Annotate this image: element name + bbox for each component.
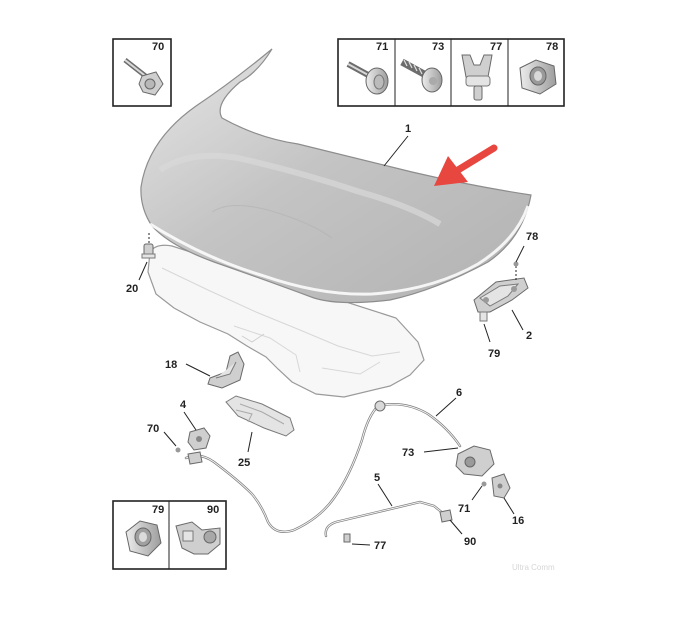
nut-78-icon [519, 59, 557, 95]
kit-box-top-left: 70 [112, 38, 172, 107]
clip-77-icon [461, 54, 493, 101]
callout-18: 18 [165, 359, 177, 371]
callout-70-kit: 70 [152, 41, 164, 53]
hood-panel [140, 48, 532, 304]
callout-79: 79 [488, 348, 500, 360]
bump-stop-20 [138, 233, 156, 281]
screw-71-icon [346, 61, 389, 95]
callout-73: 73 [402, 447, 414, 459]
hood-insulation-pad [147, 244, 425, 398]
release-handle-25 [225, 395, 295, 453]
hood-hinge-2 [473, 245, 529, 343]
callout-77: 77 [374, 540, 386, 552]
callout-78-kit: 78 [546, 41, 558, 53]
callout-90: 90 [464, 536, 476, 548]
callout-73-kit: 73 [432, 41, 444, 53]
callout-71-kit: 71 [376, 41, 388, 53]
red-arrow-indicator [434, 144, 498, 186]
callout-90-kit: 90 [207, 504, 219, 516]
callout-70: 70 [147, 423, 159, 435]
screw-73-icon [400, 58, 443, 93]
release-cable-6 [184, 397, 462, 533]
watermark: Ultra Comm [512, 563, 555, 572]
kit-box-top-right: 71 73 77 78 [337, 38, 565, 107]
rod-5 [324, 483, 463, 546]
callout-5: 5 [374, 472, 380, 484]
kit-box-bottom-left: 79 90 [112, 500, 227, 570]
callout-20: 20 [126, 283, 138, 295]
callout-77-kit: 77 [490, 41, 502, 53]
callout-16: 16 [512, 515, 524, 527]
retainer-90-icon [175, 521, 221, 555]
callout-6: 6 [456, 387, 462, 399]
screw-70-icon [123, 58, 164, 96]
bracket-18 [185, 351, 245, 389]
callout-71: 71 [458, 503, 470, 515]
support-16 [471, 473, 515, 515]
callout-78: 78 [526, 231, 538, 243]
hood-lock-73 [423, 445, 495, 477]
nut-79-icon [125, 520, 162, 557]
callout-25: 25 [238, 457, 250, 469]
latch-4 [163, 411, 211, 453]
callout-2: 2 [526, 330, 532, 342]
callout-4: 4 [180, 399, 187, 411]
callout-1: 1 [405, 123, 411, 135]
callout-79-kit: 79 [152, 504, 164, 516]
